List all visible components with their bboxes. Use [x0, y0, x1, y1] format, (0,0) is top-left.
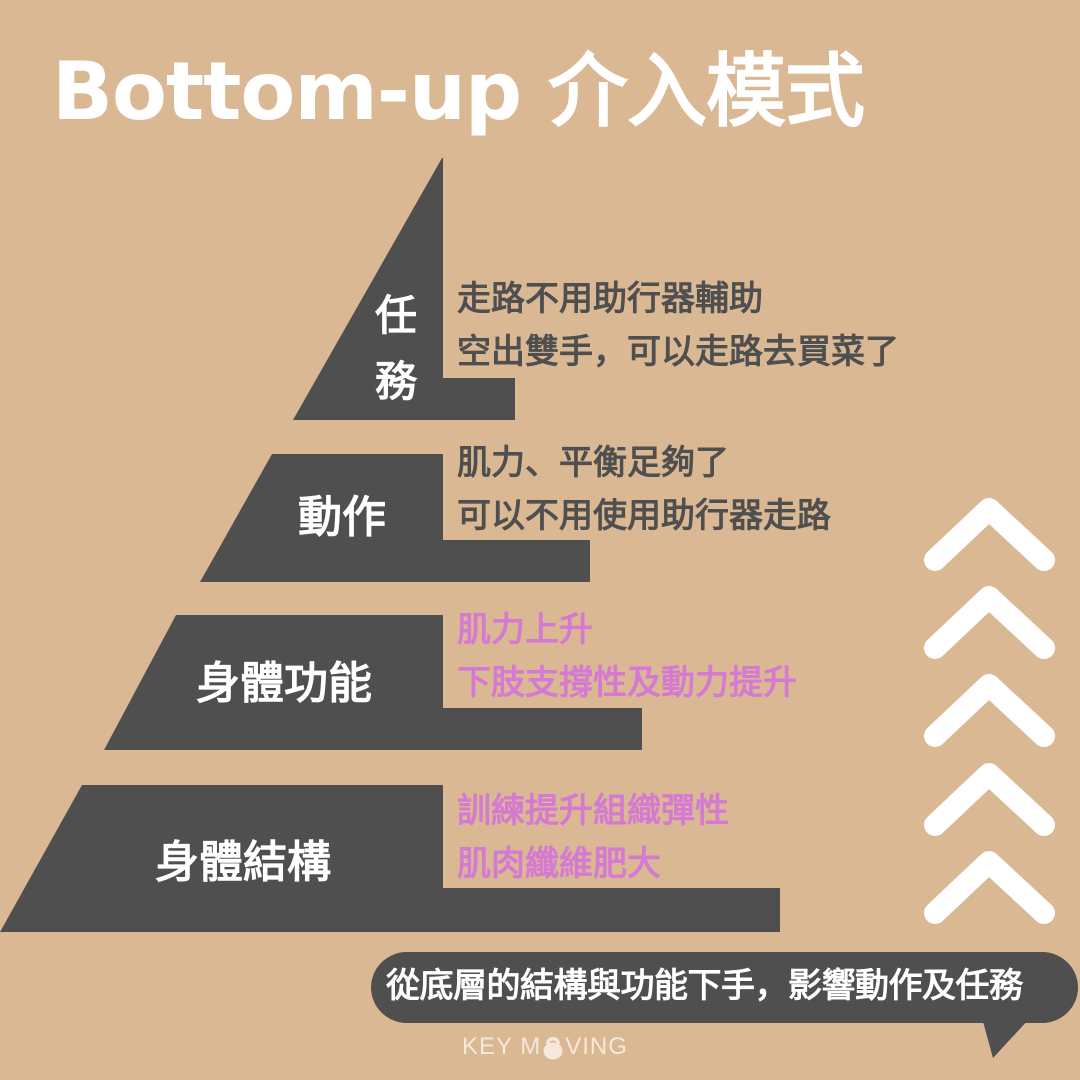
page-title: Bottom-up 介入模式 — [52, 45, 865, 138]
tier-label-body-structure: 身體結構 — [155, 837, 331, 888]
tier-description-body-function: 肌力上升 下肢支撐性及動力提升 — [457, 604, 797, 710]
brand-logo: KEY M VING — [462, 1032, 628, 1062]
chevron-up-icon — [924, 851, 1055, 924]
description-line: 肌肉纖維肥大 — [457, 844, 661, 884]
chevron-stack — [924, 498, 1055, 924]
tier-description-movement: 肌力、平衡足夠了 可以不用使用助行器走路 — [457, 437, 831, 543]
tier-label-task: 任 務 — [372, 283, 420, 415]
tier-label-char: 任 — [374, 291, 417, 340]
tier-label-movement: 動作 — [298, 492, 386, 543]
pyramid-tier-task — [293, 158, 515, 420]
logo-text-prefix: KEY M — [462, 1033, 542, 1060]
tier-description-body-structure: 訓練提升組織彈性 肌肉纖維肥大 — [457, 785, 729, 891]
kettlebell-icon — [542, 1034, 564, 1060]
description-line: 肌力上升 — [457, 610, 593, 650]
description-line: 訓練提升組織彈性 — [457, 791, 729, 831]
chevron-up-icon — [924, 763, 1055, 836]
description-line: 可以不用使用助行器走路 — [457, 496, 831, 536]
description-line: 走路不用助行器輔助 — [457, 279, 763, 319]
chevron-up-icon — [924, 674, 1055, 747]
description-line: 肌力、平衡足夠了 — [457, 443, 729, 483]
pyramid-tier-body-structure — [0, 785, 780, 932]
chevron-up-icon — [924, 586, 1055, 659]
pyramid-tier-movement — [200, 454, 590, 582]
callout-bubble — [371, 952, 1078, 1058]
description-line: 空出雙手，可以走路去買菜了 — [457, 332, 899, 372]
chevron-up-icon — [924, 498, 1055, 571]
callout-text: 從底層的結構與功能下手，影響動作及任務 — [386, 966, 1023, 1006]
description-line: 下肢支撐性及動力提升 — [457, 663, 797, 703]
pyramid-tier-body-function — [104, 615, 642, 750]
tier-label-char: 務 — [374, 357, 417, 406]
tier-label-body-function: 身體功能 — [196, 658, 372, 709]
tier-description-task: 走路不用助行器輔助 空出雙手，可以走路去買菜了 — [457, 273, 899, 379]
logo-text-suffix: VING — [565, 1033, 628, 1060]
